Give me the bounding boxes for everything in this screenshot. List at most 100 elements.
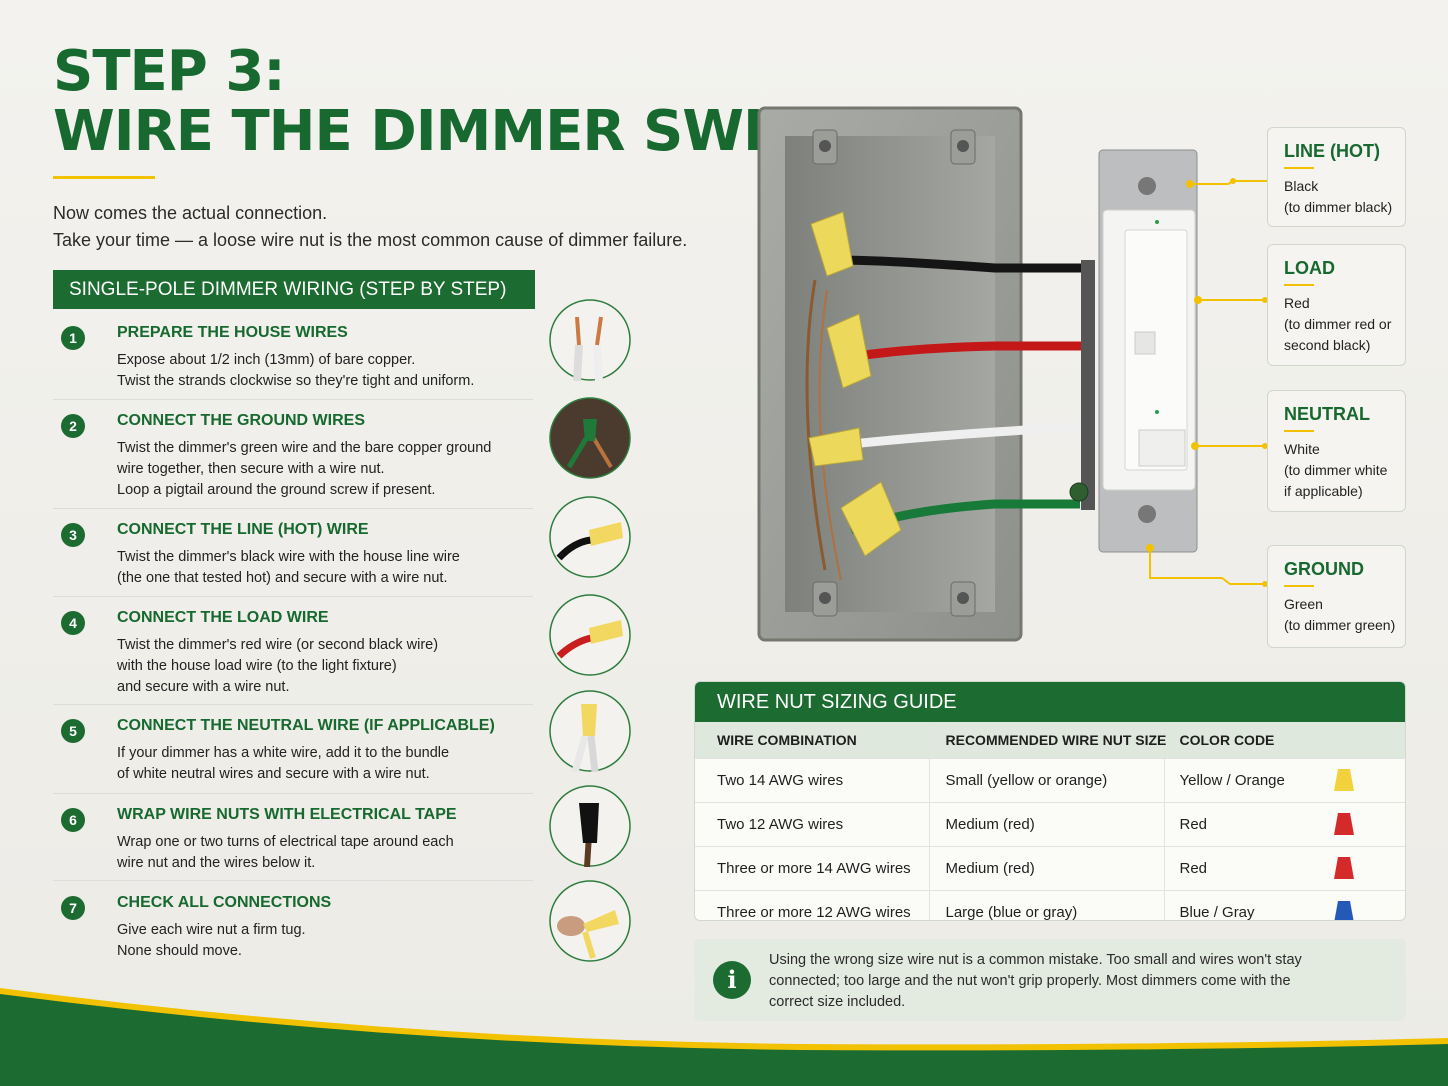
step-description: Expose about 1/2 inch (13mm) of bare cop… bbox=[117, 350, 537, 392]
sizing-table: WIRE COMBINATION RECOMMENDED WIRE NUT SI… bbox=[695, 722, 1405, 921]
wire-nut-icon bbox=[1334, 813, 1354, 835]
intro-line-1: Now comes the actual connection. bbox=[53, 203, 328, 223]
divider bbox=[53, 793, 533, 794]
cell-color-code: Red bbox=[1163, 846, 1405, 891]
divider bbox=[53, 596, 533, 597]
cell-combo: Two 14 AWG wires bbox=[695, 758, 929, 803]
callout-line: Green bbox=[1284, 596, 1323, 612]
step-line: (the one that tested hot) and secure wit… bbox=[117, 570, 448, 586]
title-underline bbox=[53, 176, 155, 179]
step-title: WRAP WIRE NUTS WITH ELECTRICAL TAPE bbox=[117, 806, 457, 823]
column-header: RECOMMENDED WIRE NUT SIZE bbox=[928, 722, 1166, 759]
step-number: 7 bbox=[61, 896, 85, 920]
thumb-tug-test bbox=[549, 880, 631, 962]
divider bbox=[53, 508, 533, 509]
step-title: CONNECT THE LOAD WIRE bbox=[117, 609, 329, 626]
page-title-line-1: STEP 3: bbox=[53, 39, 286, 104]
callout-neutral: NEUTRAL White (to dimmer white if applic… bbox=[1267, 390, 1406, 512]
step-description: Twist the dimmer's red wire (or second b… bbox=[117, 635, 537, 698]
step-description: Twist the dimmer's green wire and the ba… bbox=[117, 438, 537, 501]
callout-line: (to dimmer black) bbox=[1284, 199, 1393, 215]
table-header-row: WIRE COMBINATION RECOMMENDED WIRE NUT SI… bbox=[695, 722, 1405, 759]
step-number: 6 bbox=[61, 808, 85, 832]
callout-line: second black) bbox=[1284, 337, 1371, 353]
step-title: PREPARE THE HOUSE WIRES bbox=[117, 324, 348, 341]
step-number: 4 bbox=[61, 611, 85, 635]
column-header: WIRE COMBINATION bbox=[695, 722, 929, 759]
step-title: CHECK ALL CONNECTIONS bbox=[117, 894, 332, 911]
step-title: CONNECT THE NEUTRAL WIRE (IF APPLICABLE) bbox=[117, 717, 495, 734]
callout-line: (to dimmer green) bbox=[1284, 617, 1396, 633]
callout-rule bbox=[1284, 284, 1314, 286]
note-line: Using the wrong size wire nut is a commo… bbox=[769, 952, 1302, 968]
callout-title: GROUND bbox=[1284, 559, 1364, 579]
step-line: If your dimmer has a white wire, add it … bbox=[117, 745, 450, 761]
callout-description: Red (to dimmer red or second black) bbox=[1284, 293, 1395, 356]
wire-nut-icon bbox=[1334, 901, 1354, 920]
page-title: STEP 3: WIRE THE DIMMER SWITCH bbox=[53, 39, 887, 162]
callout-line: White bbox=[1284, 441, 1320, 457]
callout-line: Red bbox=[1284, 295, 1310, 311]
divider bbox=[53, 704, 533, 705]
divider bbox=[53, 399, 533, 400]
note-line: correct size included. bbox=[769, 994, 906, 1010]
callout-line-hot: LINE (HOT) Black (to dimmer black) bbox=[1267, 127, 1406, 227]
step-line: Twist the dimmer's green wire and the ba… bbox=[117, 440, 492, 456]
step-line: None should move. bbox=[117, 943, 242, 959]
table-row: Three or more 14 AWG wires Medium (red) … bbox=[695, 846, 1405, 891]
table-row: Two 14 AWG wires Small (yellow or orange… bbox=[695, 758, 1405, 803]
cell-combo: Three or more 14 AWG wires bbox=[695, 846, 929, 891]
note-text: Using the wrong size wire nut is a commo… bbox=[769, 950, 1302, 1013]
step-description: If your dimmer has a white wire, add it … bbox=[117, 743, 537, 785]
cell-size: Medium (red) bbox=[928, 846, 1164, 891]
cell-combo: Three or more 12 AWG wires bbox=[695, 890, 929, 920]
callout-title: LOAD bbox=[1284, 258, 1335, 278]
thumb-neutral-wire bbox=[549, 690, 631, 772]
step-description: Give each wire nut a firm tug. None shou… bbox=[117, 920, 537, 962]
wiring-photo bbox=[755, 100, 1255, 660]
callout-ground: GROUND Green (to dimmer green) bbox=[1267, 545, 1406, 648]
intro-line-2: Take your time — a loose wire nut is the… bbox=[53, 230, 688, 250]
cell-combo: Two 12 AWG wires bbox=[695, 802, 929, 847]
step-line: Twist the dimmer's black wire with the h… bbox=[117, 549, 460, 565]
step-line: wire nut and the wires below it. bbox=[117, 855, 316, 871]
color-code-label: Blue / Gray bbox=[1179, 904, 1255, 921]
cell-color-code: Yellow / Orange bbox=[1163, 758, 1405, 803]
step-line: and secure with a wire nut. bbox=[117, 679, 290, 695]
cell-color-code: Red bbox=[1163, 802, 1405, 847]
thumb-load-wire bbox=[549, 594, 631, 676]
callout-rule bbox=[1284, 585, 1314, 587]
callout-title: NEUTRAL bbox=[1284, 404, 1370, 424]
step-number: 2 bbox=[61, 414, 85, 438]
step-number: 1 bbox=[61, 326, 85, 350]
step-line: Expose about 1/2 inch (13mm) of bare cop… bbox=[117, 352, 416, 368]
cell-size: Medium (red) bbox=[928, 802, 1164, 847]
step-description: Wrap one or two turns of electrical tape… bbox=[117, 832, 537, 874]
step-line: Wrap one or two turns of electrical tape… bbox=[117, 834, 454, 850]
callout-title: LINE (HOT) bbox=[1284, 141, 1380, 161]
table-row: Two 12 AWG wires Medium (red) Red bbox=[695, 802, 1405, 847]
info-icon: i bbox=[713, 961, 751, 999]
wire-nut-icon bbox=[1334, 769, 1354, 791]
thumb-stripped-wires bbox=[549, 299, 631, 381]
callout-line: Black bbox=[1284, 178, 1319, 194]
callout-load: LOAD Red (to dimmer red or second black) bbox=[1267, 244, 1406, 366]
cell-color-code: Blue / Gray bbox=[1163, 890, 1405, 921]
step-title: CONNECT THE GROUND WIRES bbox=[117, 412, 365, 429]
step-number: 5 bbox=[61, 719, 85, 743]
callout-line: if applicable) bbox=[1284, 483, 1363, 499]
step-line: Twist the dimmer's red wire (or second b… bbox=[117, 637, 439, 653]
step-line: with the house load wire (to the light f… bbox=[117, 658, 397, 674]
step-line: Twist the strands clockwise so they're t… bbox=[117, 373, 475, 389]
callout-line: (to dimmer red or bbox=[1284, 316, 1392, 332]
footer-wave bbox=[0, 988, 1448, 1086]
info-note: i Using the wrong size wire nut is a com… bbox=[694, 939, 1406, 1021]
thumb-line-wire bbox=[549, 496, 631, 578]
cell-size: Large (blue or gray) bbox=[928, 890, 1164, 920]
step-line: Loop a pigtail around the ground screw i… bbox=[117, 482, 436, 498]
step-line: Give each wire nut a firm tug. bbox=[117, 922, 306, 938]
cell-size: Small (yellow or orange) bbox=[928, 758, 1164, 803]
wire-nut-sizing-guide: WIRE NUT SIZING GUIDE WIRE COMBINATION R… bbox=[694, 681, 1406, 921]
callout-description: Black (to dimmer black) bbox=[1284, 176, 1395, 218]
color-code-label: Red bbox=[1179, 860, 1208, 877]
